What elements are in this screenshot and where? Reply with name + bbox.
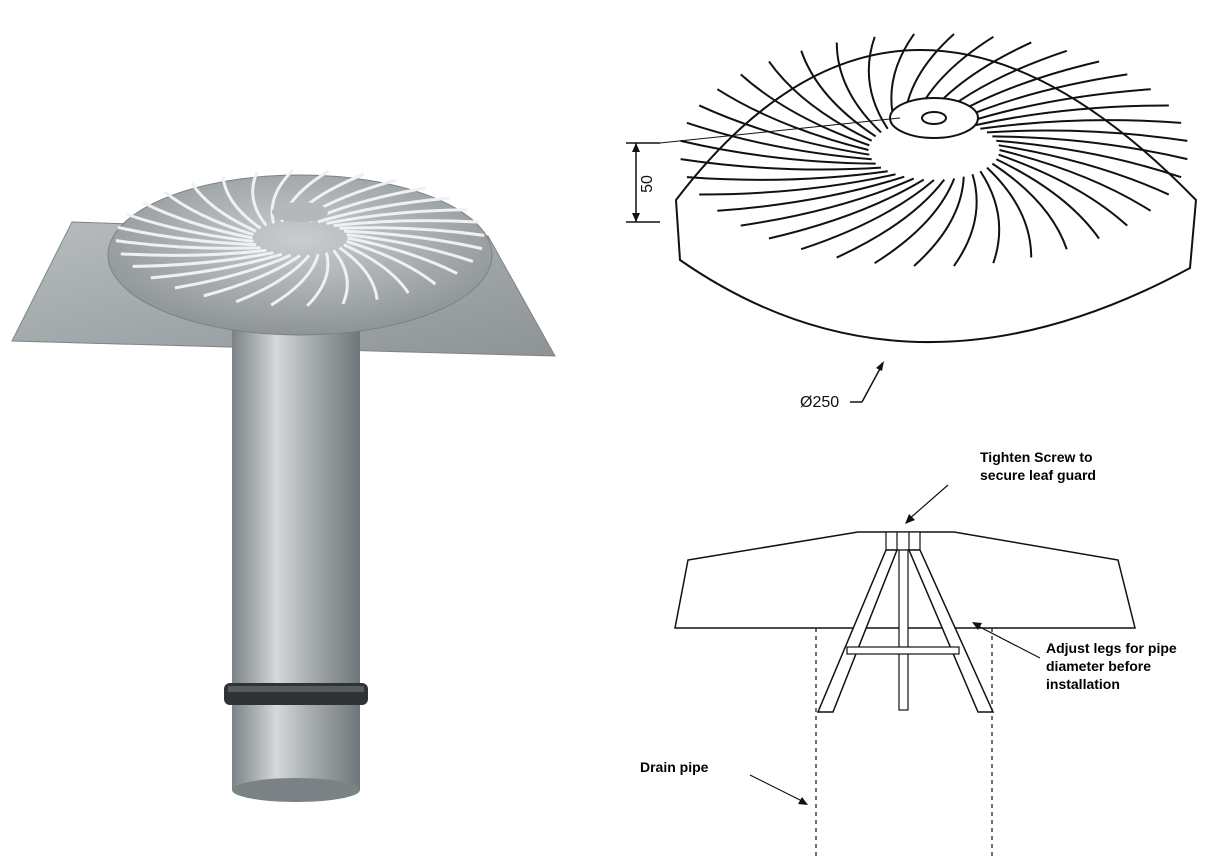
slat [972,104,1169,127]
slat [698,104,870,156]
slat [142,201,253,240]
slat [163,190,254,237]
slat [998,144,1170,196]
slat [326,208,468,225]
slat [343,229,483,251]
legs-note-line-2: diameter before [1046,658,1151,674]
slat [986,166,1033,258]
slat [867,36,889,130]
slat [150,252,283,280]
slat [800,179,935,251]
slat [346,239,437,286]
slat [998,153,1128,227]
roof-drain-illustration [11,169,556,802]
slat [126,213,254,243]
slat [346,233,474,263]
slat [190,182,257,233]
slat [835,42,882,134]
slat [235,254,311,304]
slat [332,249,349,305]
screw-note-line-2: secure leaf guard [980,467,1096,483]
slat [995,158,1100,240]
slat [836,179,946,259]
diameter-label: Ø250 [800,394,839,411]
slat [686,170,888,181]
slat [913,176,965,267]
screw-block [885,531,921,551]
slat [270,169,294,224]
slat [251,171,268,227]
legs-note-line-3: installation [1046,676,1120,692]
crossbar [846,646,960,655]
product-photo [0,0,600,858]
installation-schematic: Tighten Screw to secure leaf guard Adjus… [640,449,1177,858]
slat [115,239,261,250]
pipe-note: Drain pipe [640,759,709,775]
slat [686,121,872,161]
slat [132,251,274,268]
slat [270,253,320,307]
slat [740,73,870,147]
slat [699,173,896,196]
slat [221,176,262,230]
slat [999,149,1152,212]
slat [333,219,480,228]
slat [306,252,330,307]
height-dimension: 50 [626,117,901,223]
slat [343,243,410,294]
slat [339,226,485,237]
slat [716,88,869,151]
pipe [232,330,360,790]
slat [986,129,1188,142]
slat [963,88,1151,125]
height-label: 50 [639,175,656,193]
slat [800,50,877,138]
slat [740,177,915,227]
diameter-dimension: Ø250 [800,361,884,411]
slat [996,139,1182,179]
legs-note-line-1: Adjust legs for pipe [1046,640,1177,656]
dimension-drawing: 50 Ø250 [600,0,1210,420]
left-leg [816,549,899,713]
installation-diagram: Tighten Screw to secure leaf guard Adjus… [600,420,1210,858]
slat [991,162,1068,250]
slat [768,178,925,240]
slat [317,196,450,224]
slat [203,254,301,298]
slat [680,139,876,165]
slat [120,248,267,257]
slat [992,135,1188,161]
slat [953,173,978,267]
slat [347,236,458,275]
screw-note-line-1: Tighten Screw to [980,449,1093,465]
slat [174,253,292,290]
slat [338,246,379,300]
slat [768,60,873,142]
slat [979,170,1001,264]
slat [117,225,257,247]
slat [717,175,905,212]
slat [874,178,956,265]
right-leg [907,549,995,713]
slat [680,158,882,171]
slat [980,119,1182,130]
leaf-guard-drawing: 50 Ø250 [626,33,1198,411]
center-screw [898,549,909,711]
